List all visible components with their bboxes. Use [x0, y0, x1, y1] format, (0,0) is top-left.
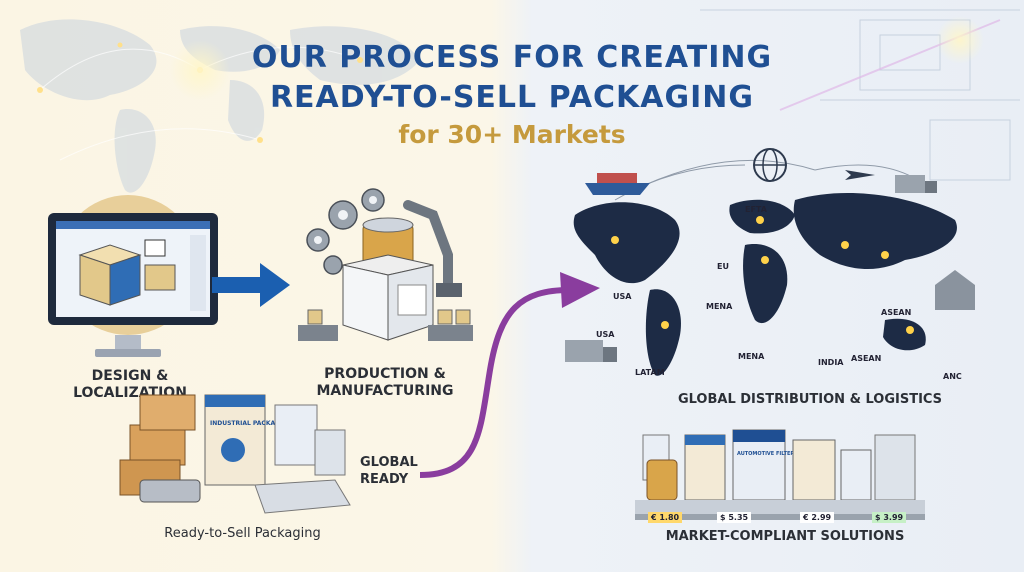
- price-tag: € 2.99: [800, 512, 835, 523]
- price-tag: $ 3.99: [872, 512, 907, 523]
- packaging-label: Ready-to-Sell Packaging: [164, 526, 321, 541]
- step-distribution-label: GLOBAL DISTRIBUTION & LOGISTICS: [677, 392, 943, 407]
- design-monitor-icon: [48, 195, 218, 357]
- global-ready-line-2: READY: [360, 472, 409, 487]
- region-label: USA: [596, 330, 615, 339]
- region-label: EFTA: [745, 205, 767, 214]
- step-design-line-1: DESIGN &: [91, 368, 169, 384]
- region-label: USA: [613, 292, 632, 301]
- step-production-label: PRODUCTION & MANUFACTURING: [300, 366, 470, 400]
- retail-shelf-icon: AUTOMOTIVE FILTER: [635, 429, 925, 520]
- region-label: INDIA: [818, 358, 844, 367]
- production-machine-icon: [298, 188, 473, 341]
- region-label: MENA: [706, 302, 733, 311]
- box-text-filter: AUTOMOTIVE FILTER: [737, 451, 794, 457]
- title-line-2: READY-TO-SELL PACKAGING: [269, 80, 755, 115]
- box-text-industrial: INDUSTRIAL PACKAGING: [210, 420, 292, 427]
- region-label: ANC: [943, 372, 962, 381]
- packaging-pile-icon: INDUSTRIAL PACKAGING: [119, 394, 351, 514]
- region-label: ASEAN: [881, 308, 912, 317]
- arrow-to-global: [420, 272, 600, 478]
- global-ready-label: GLOBAL READY: [360, 454, 435, 488]
- arrow-design-to-production: [212, 263, 290, 307]
- region-label: ASEAN: [851, 354, 882, 363]
- price-tag: € 1.80: [648, 512, 683, 523]
- solutions-label: MARKET-COMPLIANT SOLUTIONS: [665, 529, 905, 544]
- step-production-line-2: MANUFACTURING: [316, 383, 454, 399]
- title-line-3: for 30+ Markets: [398, 120, 626, 149]
- region-label: EU: [717, 262, 729, 271]
- region-label: LATAM: [635, 368, 665, 377]
- global-ready-line-1: GLOBAL: [360, 455, 418, 470]
- price-tag: $ 5.35: [717, 512, 752, 523]
- step-production-line-1: PRODUCTION &: [324, 366, 446, 382]
- world-map-icon: [565, 148, 975, 376]
- title-line-1: OUR PROCESS FOR CREATING: [251, 40, 773, 75]
- region-label: MENA: [738, 352, 765, 361]
